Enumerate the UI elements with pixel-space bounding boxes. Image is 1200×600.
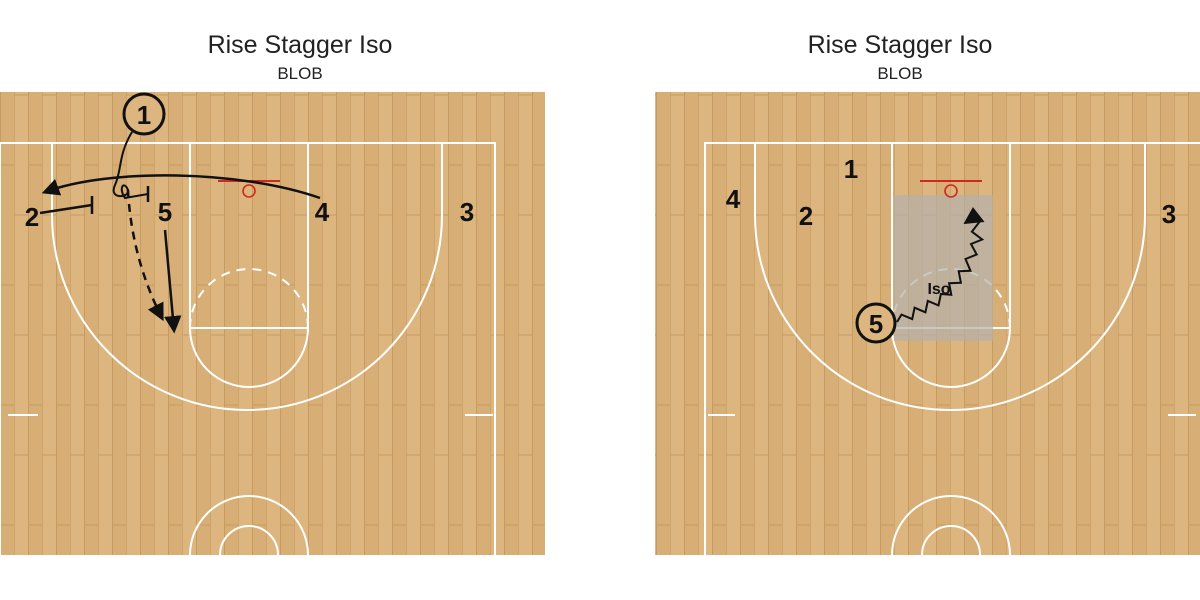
three-point-line	[754, 143, 1146, 411]
lane	[189, 142, 309, 329]
center-circle	[891, 495, 1011, 556]
sideline-apron	[498, 92, 545, 555]
play-actions	[39, 131, 321, 334]
cut-path-5	[163, 229, 182, 334]
player-1-circle	[122, 92, 166, 136]
player-4-label: 4	[315, 197, 330, 227]
player-5-label: 5	[158, 197, 172, 227]
dribble-path-5	[896, 216, 985, 323]
diagram-subtitle: BLOB	[877, 64, 923, 83]
player-1: 1	[122, 92, 166, 136]
player-2-label: 2	[799, 201, 813, 231]
free-throw-circle	[891, 327, 1011, 388]
screen-line-2	[39, 203, 93, 215]
diagram-subtitle: BLOB	[277, 64, 323, 83]
boundary-line	[704, 142, 1200, 555]
rim	[242, 184, 256, 198]
player-5-label: 5	[869, 309, 883, 339]
player-5: 5	[855, 302, 897, 344]
player-1-label: 1	[137, 100, 151, 130]
center-circle	[189, 495, 309, 556]
court-floor	[0, 92, 498, 555]
rim	[944, 184, 958, 198]
court-lines	[0, 142, 496, 556]
player-4-label: 4	[726, 184, 741, 214]
boundary-line	[0, 142, 496, 555]
player-5-circle	[855, 302, 897, 344]
free-throw-circle	[189, 327, 309, 388]
iso-label: Iso	[927, 281, 950, 298]
pass-line	[126, 189, 164, 322]
inbound-path-1	[112, 131, 149, 200]
player-3-label: 3	[1162, 199, 1176, 229]
diagram-panel-left: Rise Stagger Iso BLOB	[0, 31, 545, 556]
court-left: 1 2 5 4 3	[0, 92, 545, 556]
diagram-panel-right: Rise Stagger Iso BLOB Iso 1 4 2 3 5	[600, 0, 1200, 600]
three-point-line	[51, 143, 443, 411]
diagram-title: Rise Stagger Iso	[807, 31, 993, 59]
player-1-label: 1	[844, 154, 858, 184]
court-right: Iso 1 4 2 3 5	[655, 92, 1200, 556]
player-2-label: 2	[25, 202, 39, 232]
cut-path-4	[41, 174, 321, 200]
dribble-arrowhead	[963, 207, 985, 225]
player-3-label: 3	[460, 197, 474, 227]
diagram-title: Rise Stagger Iso	[207, 31, 393, 59]
